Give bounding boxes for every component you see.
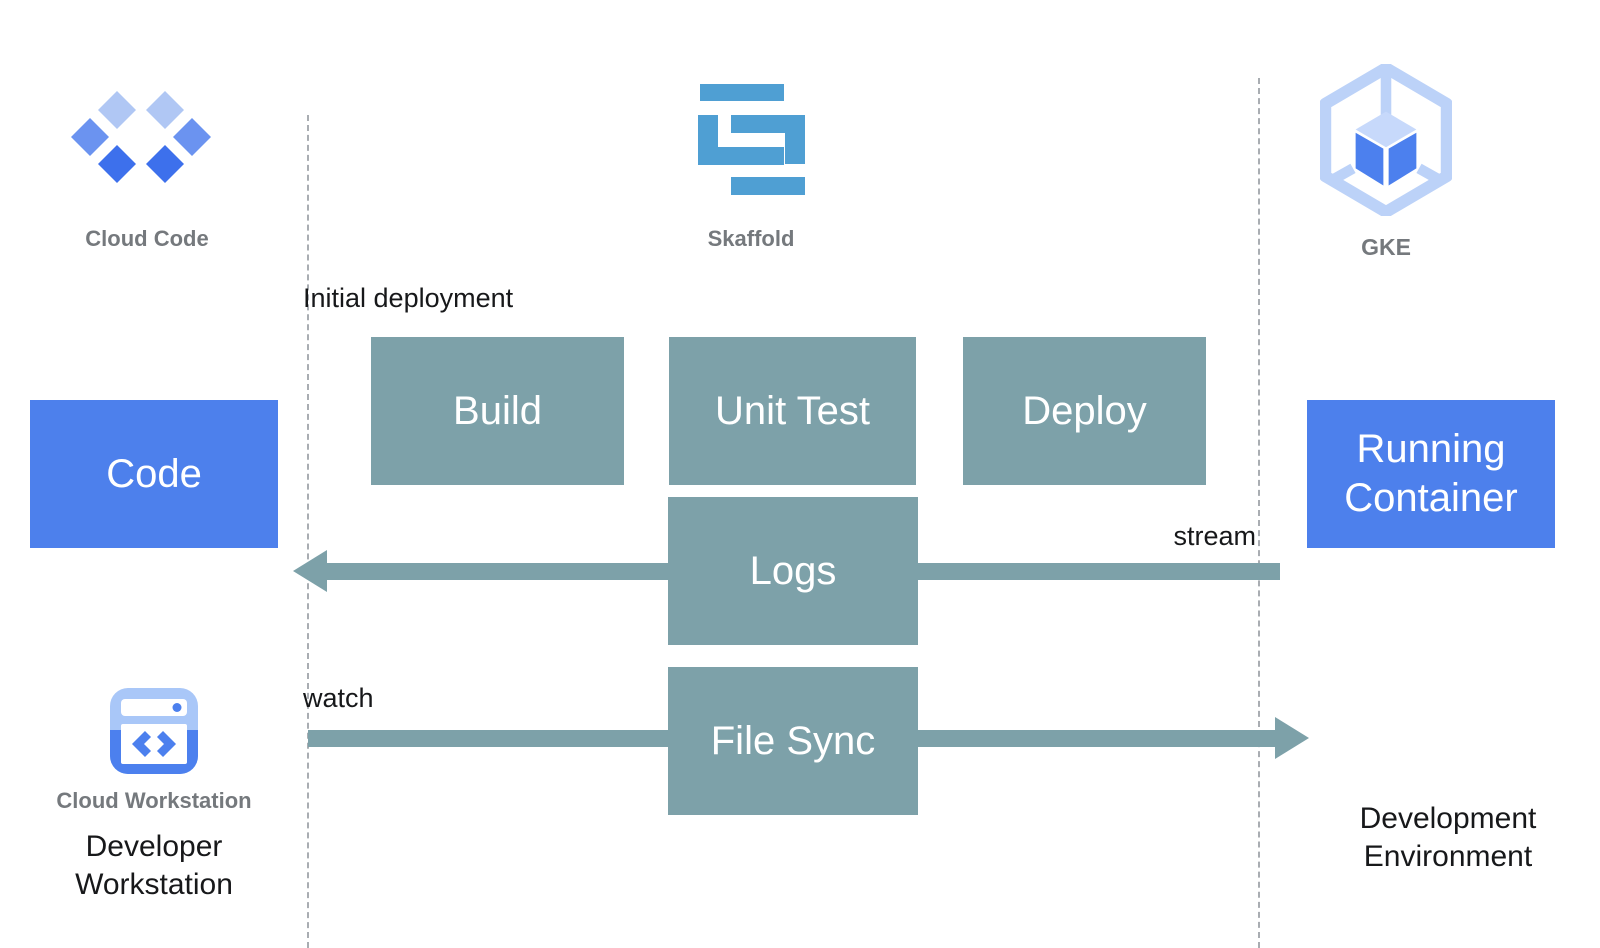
cloud-workstation-icon <box>110 688 198 774</box>
running-container-box: Running Container <box>1307 400 1555 548</box>
left-lane-divider <box>307 115 309 948</box>
developer-workstation-line1: Developer <box>85 830 223 863</box>
file-sync-step-box: File Sync <box>668 667 918 815</box>
cloud-workstation-label: Cloud Workstation <box>56 788 252 813</box>
initial-deployment-label: Initial deployment <box>303 283 514 313</box>
file-sync-arrowhead-icon <box>1275 717 1309 759</box>
skaffold-icon <box>698 84 805 195</box>
deploy-step-box: Deploy <box>963 337 1206 485</box>
development-environment-label: Development Environment <box>1318 800 1578 876</box>
stream-label: stream <box>1173 521 1256 551</box>
skaffold-label: Skaffold <box>707 226 795 251</box>
development-environment-line2: Environment <box>1363 839 1533 873</box>
watch-label: watch <box>303 683 374 713</box>
build-step-box: Build <box>371 337 624 485</box>
gke-label: GKE <box>1361 234 1411 260</box>
right-lane-divider <box>1258 78 1260 948</box>
logs-step-box: Logs <box>668 497 918 645</box>
cloud-code-icon <box>71 91 211 183</box>
gke-icon <box>1320 64 1452 216</box>
developer-workstation-line2: Workstation <box>75 867 233 901</box>
developer-workstation-label: Developer Workstation <box>24 828 284 904</box>
logs-stream-arrowhead-icon <box>293 550 327 592</box>
unit-test-step-box: Unit Test <box>669 337 916 485</box>
cloud-code-label: Cloud Code <box>85 226 209 251</box>
development-environment-line1: Development <box>1359 802 1537 835</box>
code-box: Code <box>30 400 278 548</box>
